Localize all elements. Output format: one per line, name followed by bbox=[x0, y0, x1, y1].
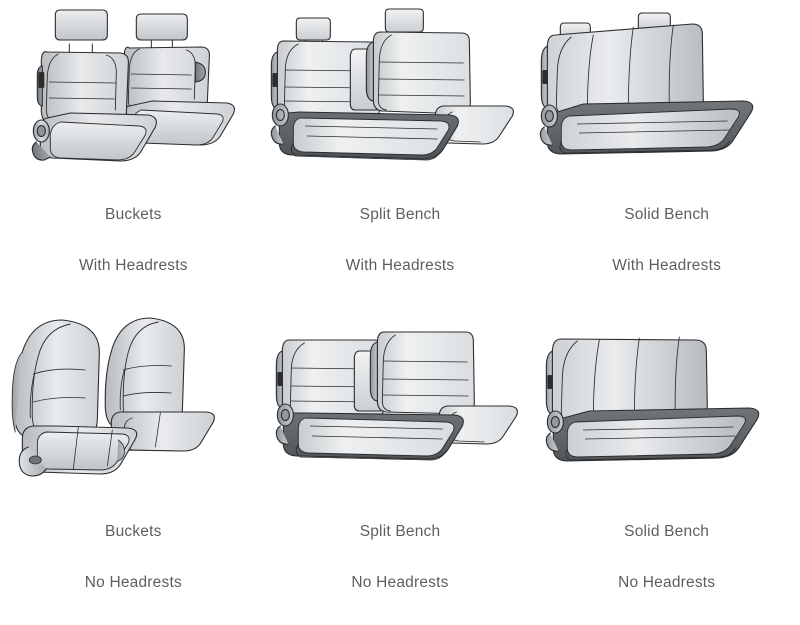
caption-line-2: No Headrests bbox=[84, 574, 182, 591]
split-bench-seat-no-headrests-illustration bbox=[267, 308, 534, 483]
split-bench-seat-with-headrests-illustration bbox=[267, 0, 534, 168]
solid-bench-seat-no-headrests-illustration bbox=[533, 308, 800, 483]
seat-option-buckets-with-headrests[interactable]: Buckets With Headrests bbox=[0, 0, 267, 308]
seat-option-split-bench-with-headrests[interactable]: Split Bench With Headrests bbox=[267, 0, 534, 308]
caption-line-1: Solid Bench bbox=[624, 523, 710, 540]
caption-line-1: Solid Bench bbox=[624, 206, 710, 223]
seat-option-split-bench-no-headrests[interactable]: Split Bench No Headrests bbox=[267, 308, 534, 625]
seat-type-chart: Buckets With Headrests bbox=[0, 0, 800, 591]
seat-option-caption: Solid Bench No Headrests bbox=[618, 489, 715, 625]
bucket-seats-no-headrests-illustration bbox=[0, 308, 267, 483]
solid-bench-seat-with-headrests-illustration bbox=[533, 0, 800, 168]
caption-line-1: Split Bench bbox=[359, 206, 441, 223]
seat-option-buckets-no-headrests[interactable]: Buckets No Headrests bbox=[0, 308, 267, 625]
seat-option-caption: Split Bench No Headrests bbox=[351, 489, 448, 625]
bucket-seats-with-headrests-illustration bbox=[0, 0, 267, 168]
seat-option-caption: Buckets No Headrests bbox=[85, 489, 182, 625]
seat-option-caption: Solid Bench With Headrests bbox=[612, 172, 721, 308]
caption-line-1: Buckets bbox=[105, 523, 162, 540]
seat-option-solid-bench-with-headrests[interactable]: Solid Bench With Headrests bbox=[533, 0, 800, 308]
caption-line-1: Buckets bbox=[105, 206, 162, 223]
seat-option-solid-bench-no-headrests[interactable]: Solid Bench No Headrests bbox=[533, 308, 800, 625]
caption-line-2: With Headrests bbox=[345, 257, 455, 274]
seat-option-caption: Buckets With Headrests bbox=[79, 172, 188, 308]
caption-line-2: With Headrests bbox=[612, 257, 722, 274]
caption-line-2: With Headrests bbox=[78, 257, 188, 274]
caption-line-2: No Headrests bbox=[618, 574, 716, 591]
caption-line-1: Split Bench bbox=[359, 523, 441, 540]
seat-option-caption: Split Bench With Headrests bbox=[346, 172, 455, 308]
caption-line-2: No Headrests bbox=[351, 574, 449, 591]
